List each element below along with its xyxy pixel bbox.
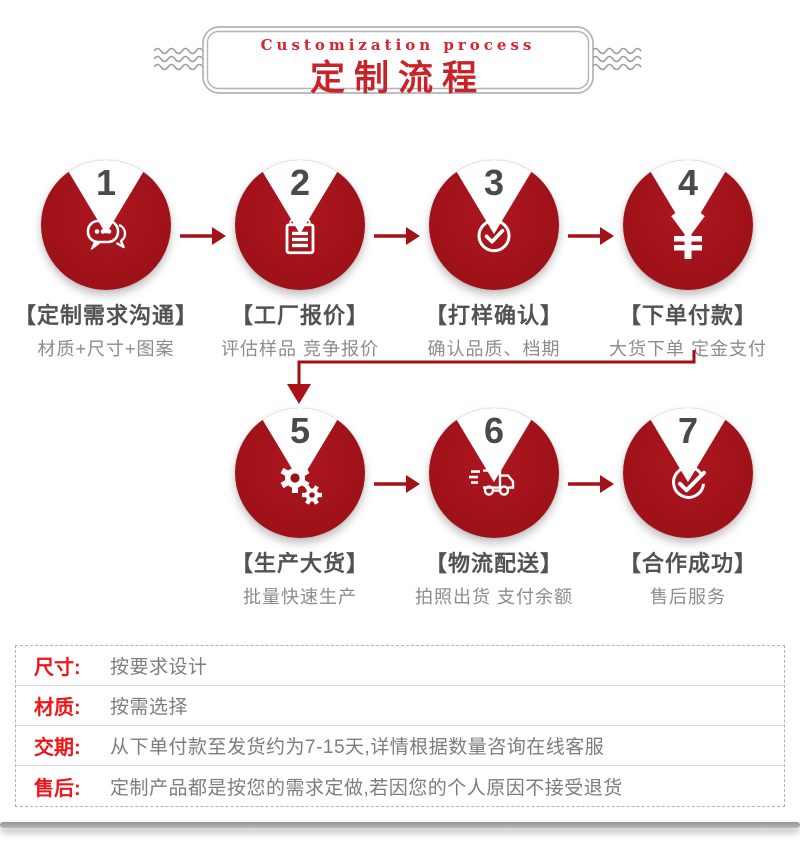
- arrow-right-icon: [568, 227, 614, 245]
- table-row-size: 尺寸: 按要求设计: [16, 646, 784, 686]
- row-value: 定制产品都是按您的需求定做,若因您的个人原因不接受退货: [110, 777, 623, 799]
- gears-icon: [280, 463, 322, 505]
- step-number: 4: [677, 162, 699, 203]
- step-subtitle: 评估样品 竞争报价: [220, 339, 379, 359]
- row-connector-arrow: [287, 350, 696, 404]
- chat-icon: [86, 219, 127, 250]
- arrow-right-icon: [568, 475, 614, 493]
- step-6: 6 【物流配送】 拍照出货 支付余额: [396, 408, 592, 609]
- step-number: 1: [95, 162, 117, 203]
- step-subtitle: 确认品质、档期: [427, 339, 561, 359]
- header-subtitle-en: Customization process: [260, 36, 536, 54]
- row-value: 按要求设计: [110, 657, 208, 678]
- step-5-circle: 5: [235, 408, 365, 538]
- step-title: 【下单付款】: [618, 303, 757, 328]
- step-3: 3 【打样确认】 确认品质、档期: [396, 160, 592, 361]
- step-subtitle: 批量快速生产: [243, 587, 357, 607]
- step-subtitle: 大货下单 定金支付: [608, 339, 767, 359]
- step-number: 2: [289, 162, 311, 203]
- step-number: 7: [677, 410, 699, 451]
- wavy-lines-right: [592, 47, 642, 71]
- header-frame: [202, 26, 594, 94]
- truck-icon: [469, 469, 515, 496]
- step-number: 6: [483, 410, 505, 451]
- step-4: 4 【下单付款】 大货下单 定金支付: [590, 160, 786, 361]
- step-subtitle: 售后服务: [650, 587, 726, 607]
- row-label: 材质:: [34, 697, 81, 719]
- step-3-circle: 3: [429, 160, 559, 290]
- row-label: 售后:: [34, 777, 81, 800]
- step-title: 【工厂报价】: [230, 303, 369, 328]
- wavy-lines-left: [154, 47, 204, 71]
- check-badge-icon: [672, 466, 706, 500]
- spec-table: 尺寸: 按要求设计 材质: 按需选择 交期: 从下单付款至发货约为7-15天,详…: [15, 645, 785, 807]
- check-circle-icon: [477, 219, 511, 253]
- row-value: 按需选择: [110, 697, 189, 718]
- table-row-material: 材质: 按需选择: [16, 686, 784, 726]
- arrow-right-icon: [374, 227, 420, 245]
- step-6-circle: 6: [429, 408, 559, 538]
- step-subtitle: 材质+尺寸+图案: [37, 339, 175, 359]
- step-7-circle: 7: [623, 408, 753, 538]
- row-label: 尺寸:: [34, 657, 81, 679]
- step-subtitle: 拍照出货 支付余额: [414, 587, 573, 607]
- table-row-leadtime: 交期: 从下单付款至发货约为7-15天,详情根据数量咨询在线客服: [16, 726, 784, 766]
- step-1: 1 【定制需求沟通】 材质+尺寸+图案: [8, 160, 204, 361]
- step-5: 5: [202, 408, 398, 609]
- step-title: 【定制需求沟通】: [13, 303, 198, 328]
- step-title: 【生产大货】: [230, 551, 369, 576]
- row-label: 交期:: [34, 737, 81, 759]
- arrow-right-icon: [180, 227, 226, 245]
- step-title: 【物流配送】: [424, 551, 563, 576]
- yuan-icon: [671, 212, 705, 260]
- step-2: 2 【工厂报价】 评估样品 竞争报价: [202, 160, 398, 361]
- step-title: 【打样确认】: [424, 303, 563, 328]
- step-number: 5: [289, 410, 311, 451]
- notepad-icon: [285, 218, 315, 255]
- table-row-aftersale: 售后: 定制产品都是按您的需求定做,若因您的个人原因不接受退货: [16, 766, 784, 806]
- page-title: 定制流程: [309, 58, 486, 99]
- step-1-circle: 1: [41, 160, 171, 290]
- row-value: 从下单付款至发货约为7-15天,详情根据数量咨询在线客服: [110, 737, 605, 758]
- step-number: 3: [483, 162, 505, 203]
- step-2-circle: 2: [235, 160, 365, 290]
- step-title: 【合作成功】: [618, 551, 757, 576]
- step-4-circle: 4: [623, 160, 753, 290]
- bottom-divider: [0, 822, 800, 828]
- step-7: 7 【合作成功】 售后服务: [590, 408, 786, 609]
- arrow-right-icon: [374, 475, 420, 493]
